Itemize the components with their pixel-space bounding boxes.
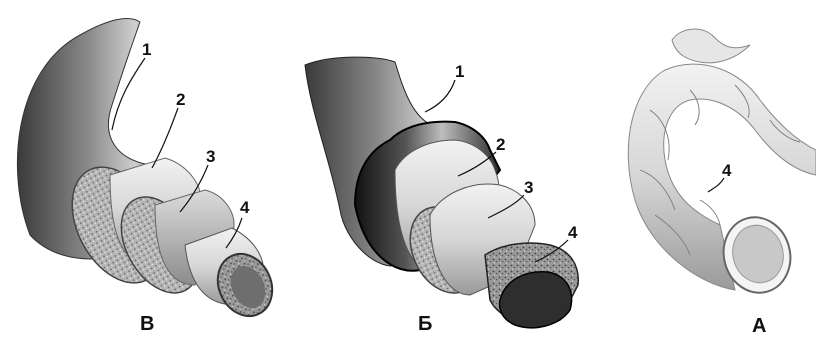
label-v-2: 2 bbox=[176, 90, 185, 109]
figure-v-vessel bbox=[17, 18, 282, 325]
label-v-4: 4 bbox=[240, 198, 250, 217]
caption-b: Б bbox=[418, 313, 432, 335]
label-v-1: 1 bbox=[142, 40, 151, 59]
label-b-1: 1 bbox=[455, 62, 464, 81]
label-a-4: 4 bbox=[722, 161, 732, 180]
label-b-3: 3 bbox=[524, 178, 533, 197]
caption-a: А bbox=[752, 315, 766, 337]
label-v-3: 3 bbox=[206, 147, 215, 166]
caption-v: В bbox=[140, 313, 154, 335]
label-b-2: 2 bbox=[496, 135, 505, 154]
capillary-tail bbox=[672, 29, 750, 63]
figure-b-vessel bbox=[305, 57, 578, 328]
label-b-4: 4 bbox=[568, 223, 578, 242]
